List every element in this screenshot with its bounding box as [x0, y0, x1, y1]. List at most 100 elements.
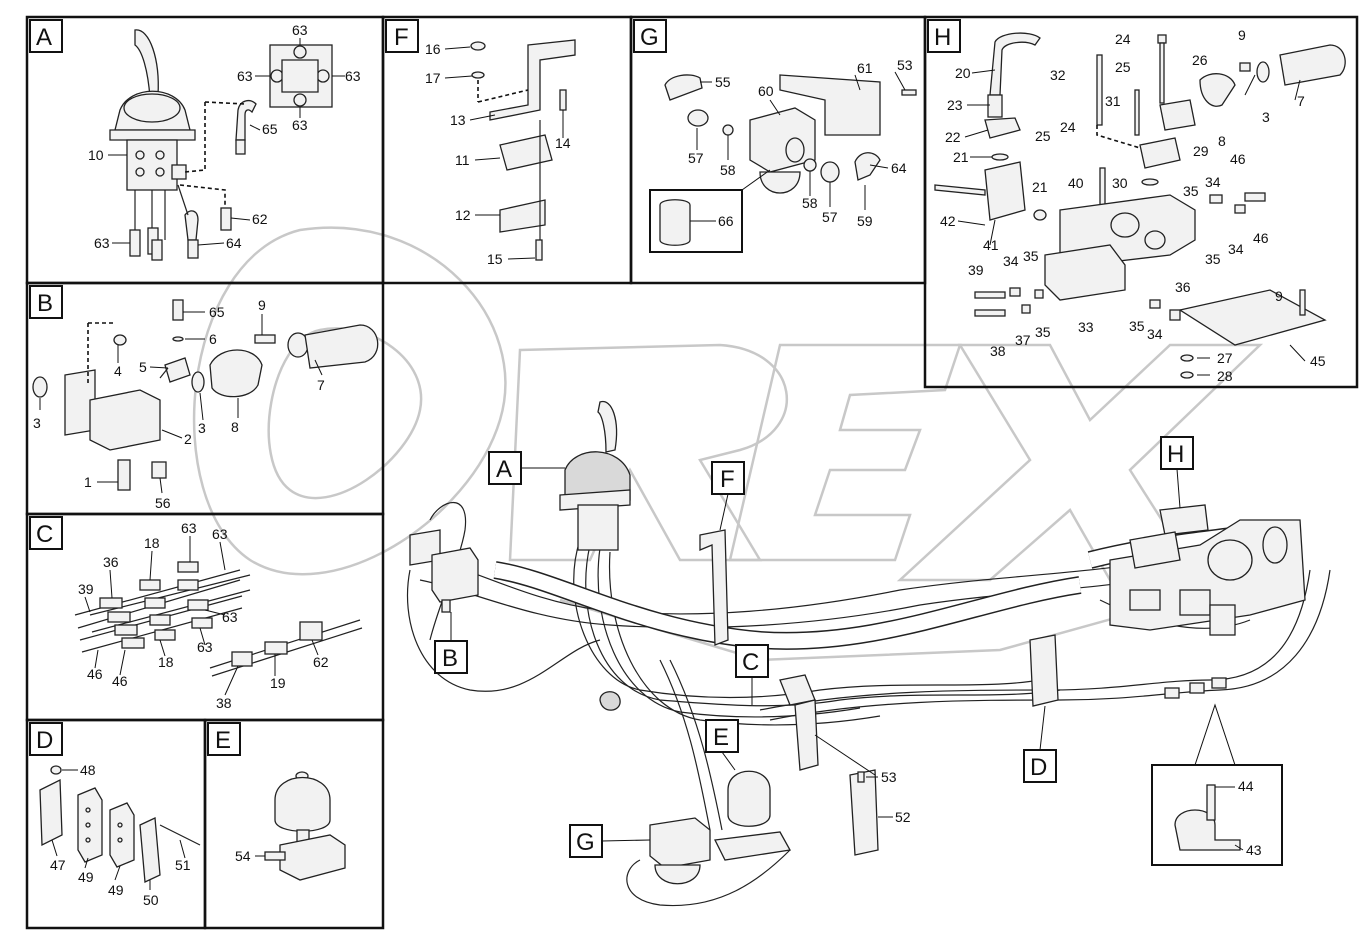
svg-text:C: C	[742, 649, 759, 676]
svg-text:G: G	[640, 24, 659, 51]
svg-text:54: 54	[235, 848, 251, 864]
callout-g: G	[569, 824, 651, 858]
svg-text:34: 34	[1228, 241, 1244, 257]
svg-text:39: 39	[968, 262, 984, 278]
svg-text:35: 35	[1183, 183, 1199, 199]
svg-text:62: 62	[252, 211, 268, 227]
svg-text:64: 64	[226, 235, 242, 251]
overview-labels: 53 52 44 43	[866, 769, 1262, 858]
svg-text:63: 63	[212, 526, 228, 542]
callout-h: H	[1160, 436, 1194, 509]
svg-text:1: 1	[84, 474, 92, 490]
svg-text:A: A	[496, 456, 512, 483]
svg-text:25: 25	[1035, 128, 1051, 144]
svg-text:3: 3	[33, 415, 41, 431]
svg-text:D: D	[1030, 754, 1047, 781]
svg-text:56: 56	[155, 495, 171, 511]
svg-text:17: 17	[425, 70, 441, 86]
callout-d: D	[1023, 705, 1057, 783]
panel-label-g: G	[633, 19, 667, 53]
svg-text:63: 63	[181, 520, 197, 536]
svg-text:3: 3	[198, 420, 206, 436]
svg-text:35: 35	[1129, 318, 1145, 334]
svg-text:35: 35	[1035, 324, 1051, 340]
svg-text:21: 21	[953, 149, 969, 165]
svg-text:53: 53	[897, 57, 913, 73]
svg-text:62: 62	[313, 654, 329, 670]
svg-text:31: 31	[1105, 93, 1121, 109]
svg-text:66: 66	[718, 213, 734, 229]
svg-text:25: 25	[1115, 59, 1131, 75]
svg-text:51: 51	[175, 857, 191, 873]
panel-c-frame	[25, 512, 385, 722]
svg-text:58: 58	[720, 162, 736, 178]
svg-text:46: 46	[1230, 151, 1246, 167]
svg-text:E: E	[713, 724, 729, 751]
panel-b-drawing	[32, 299, 379, 491]
svg-text:9: 9	[1238, 27, 1246, 43]
panel-h-drawing	[934, 32, 1346, 379]
svg-text:E: E	[215, 727, 231, 754]
svg-text:22: 22	[945, 129, 961, 145]
callout-c: C	[735, 644, 769, 705]
panel-e-frame	[203, 718, 385, 930]
svg-text:8: 8	[1218, 133, 1226, 149]
svg-text:6: 6	[209, 331, 217, 347]
svg-text:10: 10	[88, 147, 104, 163]
panel-d-labels: 48 47 49 49 50 51	[50, 762, 191, 908]
svg-text:64: 64	[891, 160, 907, 176]
svg-text:46: 46	[112, 673, 128, 689]
svg-text:14: 14	[555, 135, 571, 151]
svg-text:48: 48	[80, 762, 96, 778]
svg-text:F: F	[720, 466, 735, 493]
svg-text:49: 49	[78, 869, 94, 885]
svg-text:30: 30	[1112, 175, 1128, 191]
svg-text:53: 53	[881, 769, 897, 785]
svg-text:5: 5	[139, 359, 147, 375]
svg-text:27: 27	[1217, 350, 1233, 366]
panel-label-e: E	[207, 722, 241, 756]
svg-text:3: 3	[1262, 109, 1270, 125]
svg-text:18: 18	[158, 654, 174, 670]
svg-text:D: D	[36, 727, 53, 754]
callout-a: A	[488, 451, 565, 485]
svg-text:28: 28	[1217, 368, 1233, 384]
svg-text:C: C	[36, 521, 53, 548]
svg-text:21: 21	[1032, 179, 1048, 195]
panel-g-labels: 55 61 53 60 57 58 58 57 64 59 66	[688, 57, 913, 229]
svg-text:13: 13	[450, 112, 466, 128]
svg-text:57: 57	[822, 209, 838, 225]
panel-e-labels: 54	[235, 848, 265, 864]
svg-text:45: 45	[1310, 353, 1326, 369]
panel-d-drawing	[39, 765, 201, 883]
svg-text:63: 63	[292, 117, 308, 133]
svg-text:H: H	[1167, 441, 1184, 468]
panel-label-f: F	[385, 19, 419, 53]
svg-text:52: 52	[895, 809, 911, 825]
svg-text:57: 57	[688, 150, 704, 166]
svg-text:43: 43	[1246, 842, 1262, 858]
panel-h-frame	[923, 15, 1359, 389]
svg-text:65: 65	[262, 121, 278, 137]
svg-text:26: 26	[1192, 52, 1208, 68]
svg-text:24: 24	[1060, 119, 1076, 135]
svg-text:63: 63	[345, 68, 361, 84]
svg-text:47: 47	[50, 857, 66, 873]
svg-text:9: 9	[1275, 288, 1283, 304]
svg-text:55: 55	[715, 74, 731, 90]
svg-text:18: 18	[144, 535, 160, 551]
svg-text:H: H	[934, 24, 951, 51]
panel-h-labels: 9 24 26 20 32 25 7 23 31 8 3 22 25 24 29…	[940, 27, 1326, 384]
svg-text:33: 33	[1078, 319, 1094, 335]
svg-text:59: 59	[857, 213, 873, 229]
svg-text:15: 15	[487, 251, 503, 267]
overview-assembly	[406, 400, 1331, 907]
svg-text:16: 16	[425, 41, 441, 57]
svg-text:8: 8	[231, 419, 239, 435]
panel-c-drawing	[74, 561, 363, 677]
svg-text:36: 36	[1175, 279, 1191, 295]
svg-text:B: B	[37, 290, 53, 317]
svg-text:34: 34	[1003, 253, 1019, 269]
svg-text:B: B	[442, 645, 458, 672]
svg-text:F: F	[394, 24, 409, 51]
